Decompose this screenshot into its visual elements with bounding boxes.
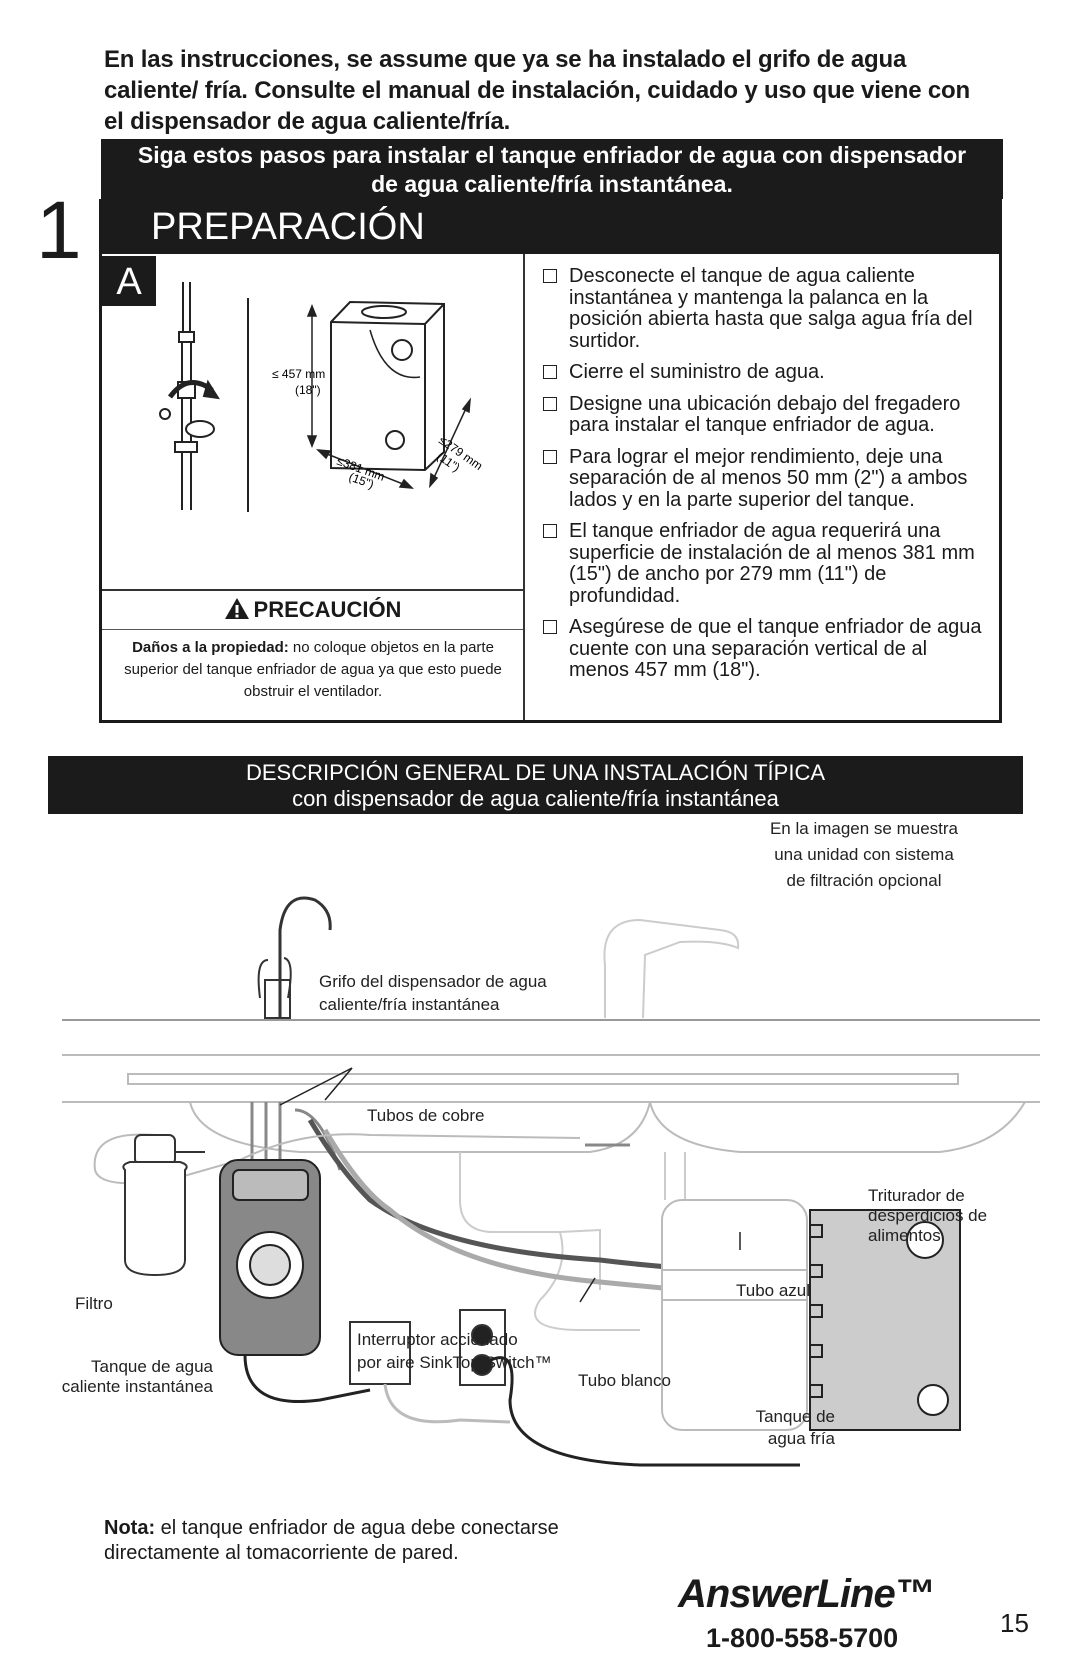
checklist-item: Para lograr el mejor rendimiento, deje u… [541,445,991,512]
page-number: 15 [1000,1608,1029,1638]
steps-banner-line-2: de agua caliente/fría instantánea. [371,171,733,197]
checklist-text: El tanque enfriador de agua requerirá un… [569,520,975,607]
faucet-label: Grifo del dispensador de agua caliente/f… [319,970,547,1016]
checklist-item: Desconecte el tanque de agua caliente in… [541,265,991,352]
air-switch-label-line: Interruptor accionado [357,1330,518,1349]
checklist-text: Para lograr el mejor rendimiento, deje u… [569,445,968,511]
overview-subtitle: con dispensador de agua caliente/fría in… [292,786,779,811]
cold-tank-label: Tanque de agua fría [710,1406,835,1450]
checklist-text: Cierre el suministro de agua. [569,361,825,383]
step-number: 1 [36,185,82,276]
checklist-text: Asegúrese de que el tanque enfriador de … [569,616,982,681]
hot-tank-label: Tanque de agua caliente instantánea [40,1357,213,1397]
height-mm-label: ≤ 457 mm [272,367,325,381]
caution-heading: PRECAUCIÓN [102,592,523,628]
caution-bold: Daños a la propiedad: [132,639,289,656]
height-in-label: (18") [295,383,321,397]
panel-divider [523,254,525,720]
optional-filter-note-line: En la imagen se muestra [769,819,959,838]
disposer-label-line: desperdicios de [868,1206,988,1225]
checkbox[interactable] [543,524,557,538]
blue-tube-label: Tubo azul [736,1281,811,1300]
checklist-item: Designe una ubicación debajo del fregade… [541,392,991,437]
warning-triangle-icon [224,598,249,619]
checkbox[interactable] [543,396,557,411]
cold-tank-label-line: Tanque de [755,1407,835,1426]
note-text: el tanque enfriador de agua debe conecta… [104,1517,559,1564]
intro-text: En las instrucciones, se assume que ya s… [104,46,970,135]
air-switch-label-line: por aire SinkTop Switch™ [357,1353,552,1372]
air-switch-label: Interruptor accionado por aire SinkTop S… [357,1328,552,1374]
checkbox[interactable] [543,269,557,283]
white-tube-label: Tubo blanco [578,1371,671,1390]
checkbox[interactable] [543,449,557,464]
installation-overview-illustration [62,896,1040,1467]
answerline-logo: AnswerLine™ [678,1572,935,1616]
installation-note: Nota: el tanque enfriador de agua debe c… [104,1516,664,1566]
step-title: PREPARACIÓN [151,206,425,248]
copper-tubes-label: Tubos de cobre [367,1106,485,1125]
optional-filter-note: En la imagen se muestra una unidad con s… [764,816,964,894]
step-title-bar: PREPARACIÓN [99,199,1002,254]
overview-banner: DESCRIPCIÓN GENERAL DE UNA INSTALACIÓN T… [48,756,1023,814]
checklist-text: Designe una ubicación debajo del fregade… [569,392,961,436]
checklist-text: Desconecte el tanque de agua caliente in… [569,265,973,352]
disposer-label: Triturador de desperdicios de alimentos [868,1186,987,1246]
checklist-item: El tanque enfriador de agua requerirá un… [541,520,991,607]
cold-tank-label-line: agua fría [767,1429,835,1448]
hot-tank-label-line: Tanque de agua [91,1357,213,1376]
checkbox[interactable] [543,365,557,379]
caution-body: no coloque objetos en la parte superior … [124,639,502,700]
faucet-label-line: caliente/fría instantánea [319,995,500,1014]
caution-text: Daños a la propiedad: no coloque objetos… [108,637,518,703]
overview-title: DESCRIPCIÓN GENERAL DE UNA INSTALACIÓN T… [245,760,826,785]
caution-divider [102,589,523,591]
sub-step-letter: A [102,256,156,306]
optional-filter-note-line: una unidad con sistema [774,845,954,864]
disposer-label-line: alimentos [868,1226,941,1245]
checkbox[interactable] [543,620,557,634]
steps-banner-line-1: Siga estos pasos para instalar el tanque… [137,142,967,168]
checklist-item: Cierre el suministro de agua. [541,361,991,384]
note-bold: Nota: [104,1517,156,1539]
hot-tank-label-line: caliente instantánea [61,1377,213,1396]
checklist-item: Asegúrese de que el tanque enfriador de … [541,616,991,682]
chiller-clearance-illustration: ≤ 457 mm (18") ≤381 mm (15") ≤279 mm (11… [159,282,485,512]
caution-title: PRECAUCIÓN [253,597,402,622]
faucet-label-line: Grifo del dispensador de agua [319,972,547,991]
disposer-label-line: Triturador de [868,1186,965,1205]
preparation-checklist: Desconecte el tanque de agua caliente in… [541,265,991,692]
filter-label: Filtro [75,1294,113,1313]
optional-filter-note-line: de filtración opcional [786,871,942,890]
steps-banner: Siga estos pasos para instalar el tanque… [101,139,1003,199]
caution-rule [102,629,523,630]
support-phone: 1-800-558-5700 [706,1623,899,1653]
